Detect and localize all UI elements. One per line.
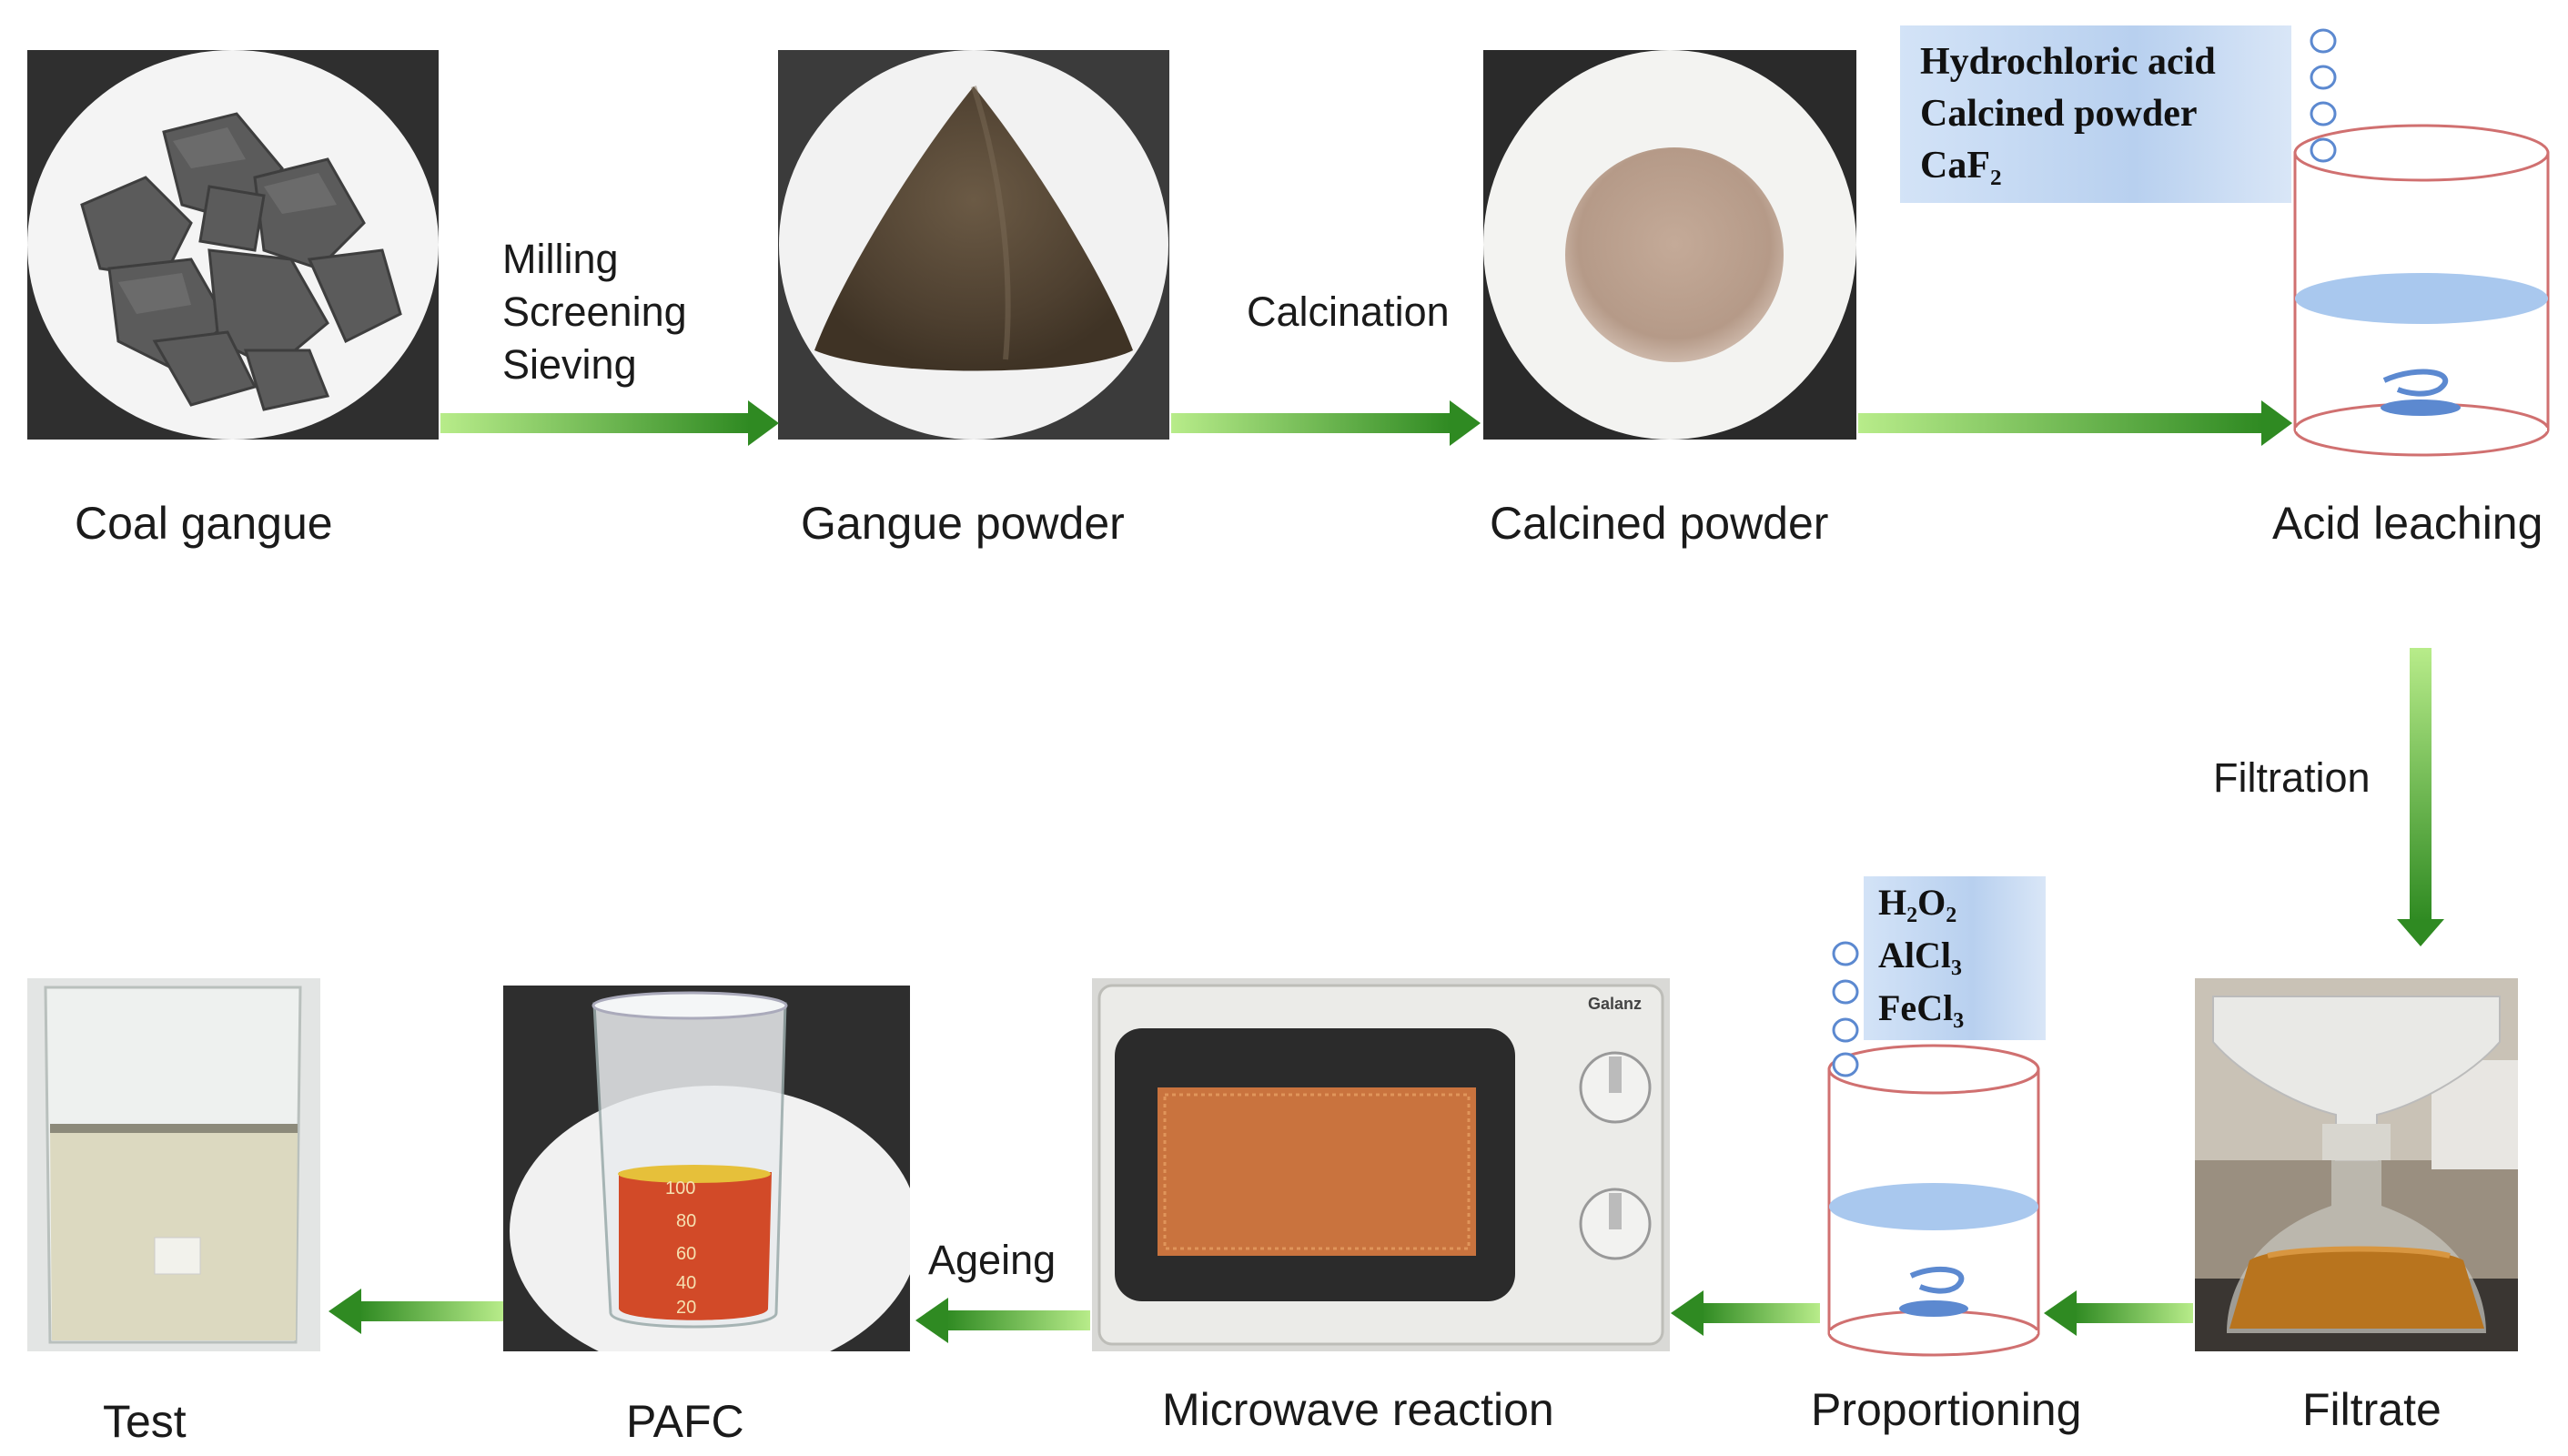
step-calcination: Calcination xyxy=(1247,288,1450,335)
arrow-calcination xyxy=(1171,400,1481,446)
leaching-reagent-box: Hydrochloric acid Calcined powder CaF₂ xyxy=(1900,25,2291,203)
gangue-powder-photo xyxy=(778,50,1169,440)
leaching-bubbles xyxy=(2310,28,2337,163)
label-pafc: PAFC xyxy=(626,1396,744,1447)
reagent-calcined-powder: Calcined powder xyxy=(1920,93,2198,135)
step-ageing: Ageing xyxy=(928,1237,1057,1283)
filtrate-photo xyxy=(2195,978,2518,1351)
label-acid-leaching: Acid leaching xyxy=(2272,498,2543,549)
arrow-ageing xyxy=(915,1298,1090,1343)
beaker-mark-40: 40 xyxy=(676,1273,697,1293)
test-photo xyxy=(27,978,320,1351)
reagent-caf2: CaF₂ xyxy=(1920,145,2002,187)
label-filtrate: Filtrate xyxy=(2302,1384,2442,1435)
label-proportioning: Proportioning xyxy=(1811,1384,2082,1435)
calcined-powder-photo xyxy=(1483,50,1856,440)
coal-gangue-photo xyxy=(27,50,439,440)
label-gangue-powder: Gangue powder xyxy=(801,498,1125,549)
beaker-mark-100: 100 xyxy=(665,1178,696,1198)
proportioning-bubbles xyxy=(1832,941,1859,1077)
proportioning-beaker xyxy=(1827,1044,2040,1357)
arrow-pafc-to-test xyxy=(329,1289,503,1334)
label-calcined-powder: Calcined powder xyxy=(1490,498,1829,549)
pafc-photo: 100 80 60 40 20 xyxy=(503,986,910,1351)
microwave-brand: Galanz xyxy=(1588,995,1643,1013)
step-milling-screening-sieving: Milling Screening Sieving xyxy=(502,233,687,391)
microwave-photo: Galanz xyxy=(1092,978,1670,1351)
step-milling: Milling xyxy=(502,236,619,282)
arrow-to-leaching xyxy=(1858,400,2292,446)
step-filtration: Filtration xyxy=(2213,754,2371,801)
label-microwave-reaction: Microwave reaction xyxy=(1162,1384,1554,1435)
beaker-mark-60: 60 xyxy=(676,1244,697,1264)
arrow-filtrate-to-proportioning xyxy=(2044,1290,2193,1336)
arrow-filtration xyxy=(2397,648,2444,946)
reagent-hydrochloric-acid: Hydrochloric acid xyxy=(1920,41,2216,83)
arrow-milling xyxy=(440,400,779,446)
beaker-mark-20: 20 xyxy=(676,1298,697,1318)
label-test: Test xyxy=(103,1396,187,1447)
reagent-h2o2: H₂O₂ xyxy=(1878,882,1957,923)
reagent-fecl3: FeCl₃ xyxy=(1878,987,1965,1028)
beaker-mark-80: 80 xyxy=(676,1211,697,1231)
label-coal-gangue: Coal gangue xyxy=(75,498,333,549)
arrow-proportioning-to-microwave xyxy=(1671,1290,1820,1336)
reagent-alcl3: AlCl₃ xyxy=(1878,935,1962,976)
step-screening: Screening xyxy=(502,288,687,335)
leaching-beaker xyxy=(2293,124,2550,457)
step-sieving: Sieving xyxy=(502,341,637,388)
